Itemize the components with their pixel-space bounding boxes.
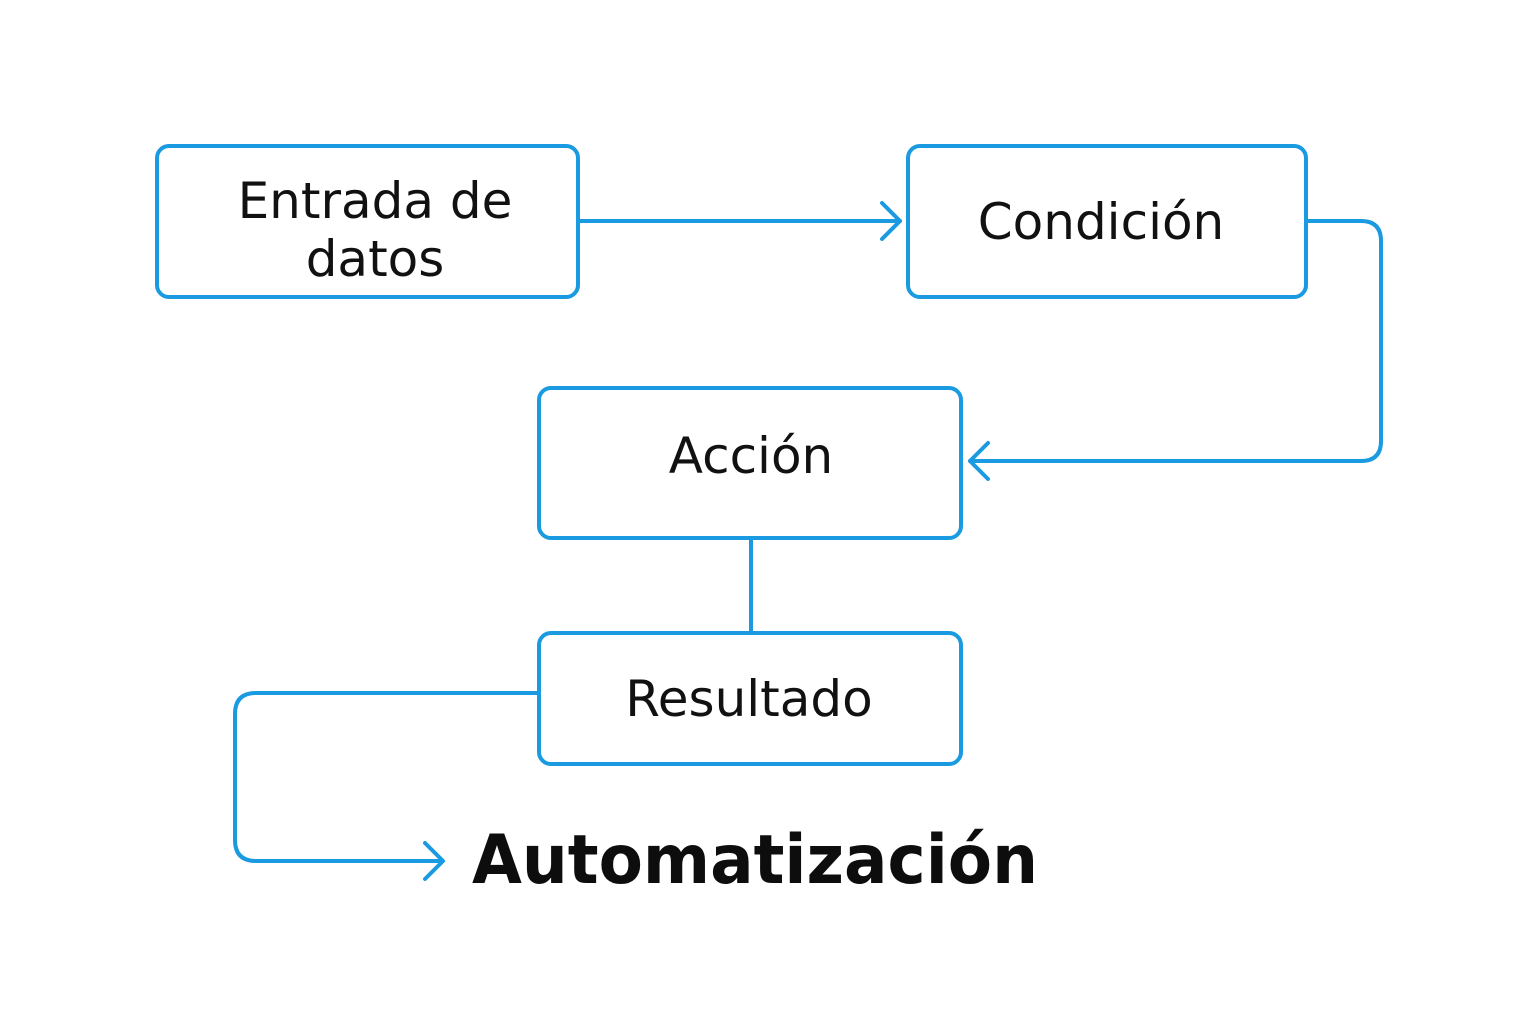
node-entrada-label-line2: datos [306,230,445,288]
connector-resultado-automatizacion-line [233,691,541,863]
arrowhead-right-icon [423,841,445,881]
connector-entrada-to-condicion [576,201,902,241]
node-accion-label: Acción [669,427,833,485]
node-entrada-de-datos: Entrada de datos [155,144,580,299]
final-label-automatizacion: Automatización [472,821,1038,900]
node-resultado: Resultado [537,631,963,766]
connector-condicion-to-accion [968,219,1383,481]
arrowhead-left-icon [968,441,990,481]
connector-resultado-to-automatizacion [233,691,541,881]
node-accion: Acción [537,386,963,540]
connector-condicion-accion-line [968,219,1383,463]
node-condicion-label: Condición [978,193,1224,251]
node-condicion: Condición [906,144,1308,299]
node-resultado-label: Resultado [625,670,872,728]
arrowhead-right-icon [880,201,902,241]
node-entrada-label-line1: Entrada de [238,172,513,230]
